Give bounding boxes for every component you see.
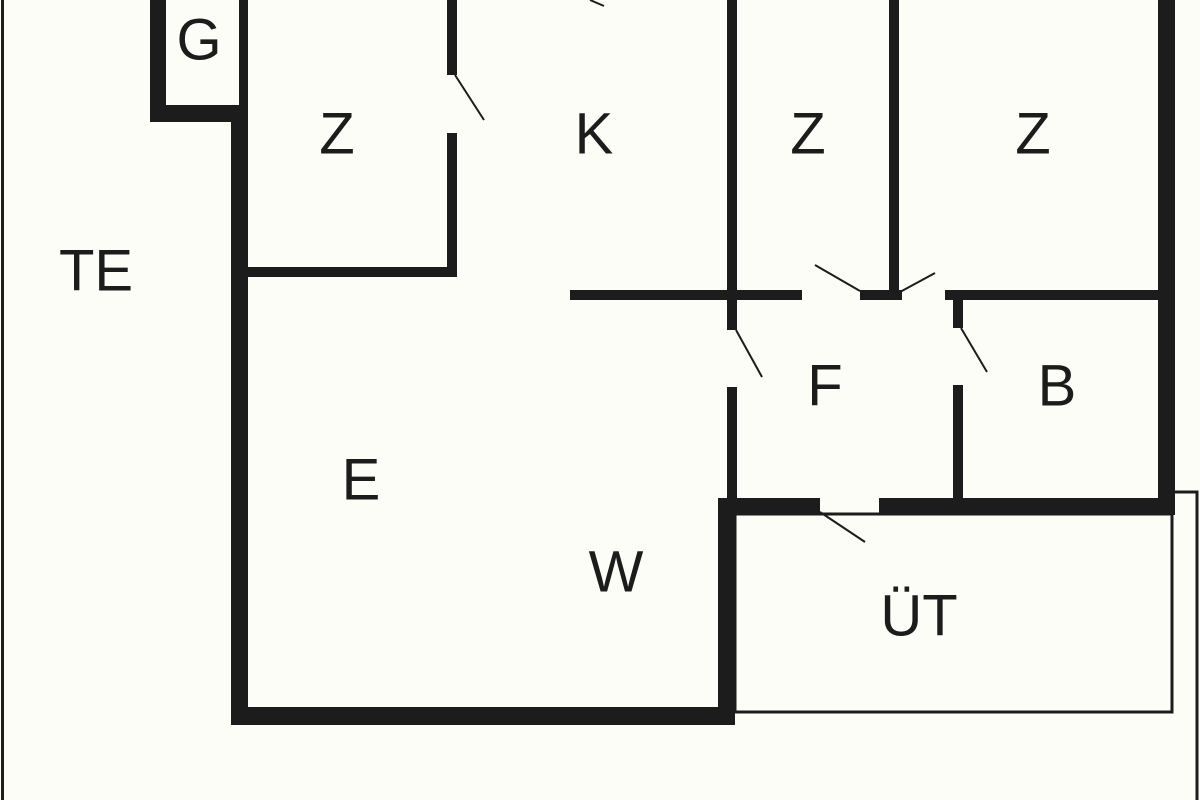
room-label-living: E xyxy=(342,447,381,512)
door-swing xyxy=(454,74,485,121)
wall xyxy=(953,385,963,505)
wall xyxy=(239,0,248,132)
wall xyxy=(231,707,735,725)
door-swing xyxy=(899,272,936,293)
door-swing xyxy=(814,264,861,292)
wall xyxy=(889,0,899,300)
wall xyxy=(860,290,902,300)
door-swing xyxy=(960,327,988,373)
door-swing xyxy=(735,329,763,378)
room-label-terrace: TE xyxy=(59,238,133,303)
wall xyxy=(231,118,248,725)
wall xyxy=(447,133,457,277)
balcony-outline xyxy=(733,512,1174,714)
room-label-room-3: Z xyxy=(1015,101,1050,166)
room-label-garage: G xyxy=(176,7,221,72)
room-label-room-2: Z xyxy=(790,101,825,166)
wall xyxy=(727,387,737,507)
wall xyxy=(447,0,457,75)
door-swing xyxy=(819,511,866,543)
room-label-hall: F xyxy=(807,353,842,418)
room-label-kitchen: K xyxy=(575,101,614,166)
terrace-right-boundary xyxy=(1175,490,1199,800)
wall xyxy=(718,498,820,515)
wall xyxy=(718,498,735,725)
room-label-room-1: Z xyxy=(319,101,354,166)
terrace-left-boundary xyxy=(1,0,4,800)
wall xyxy=(727,0,737,330)
room-label-bath: B xyxy=(1038,353,1077,418)
room-label-wc: W xyxy=(589,539,644,604)
wall xyxy=(570,290,802,300)
door-swing xyxy=(589,0,605,7)
wall xyxy=(953,300,963,328)
wall xyxy=(150,0,166,122)
room-label-balcony: ÜT xyxy=(880,583,957,648)
wall xyxy=(1158,0,1175,515)
wall xyxy=(248,267,457,277)
wall xyxy=(150,105,248,122)
wall xyxy=(945,290,1160,300)
wall xyxy=(879,498,1175,515)
